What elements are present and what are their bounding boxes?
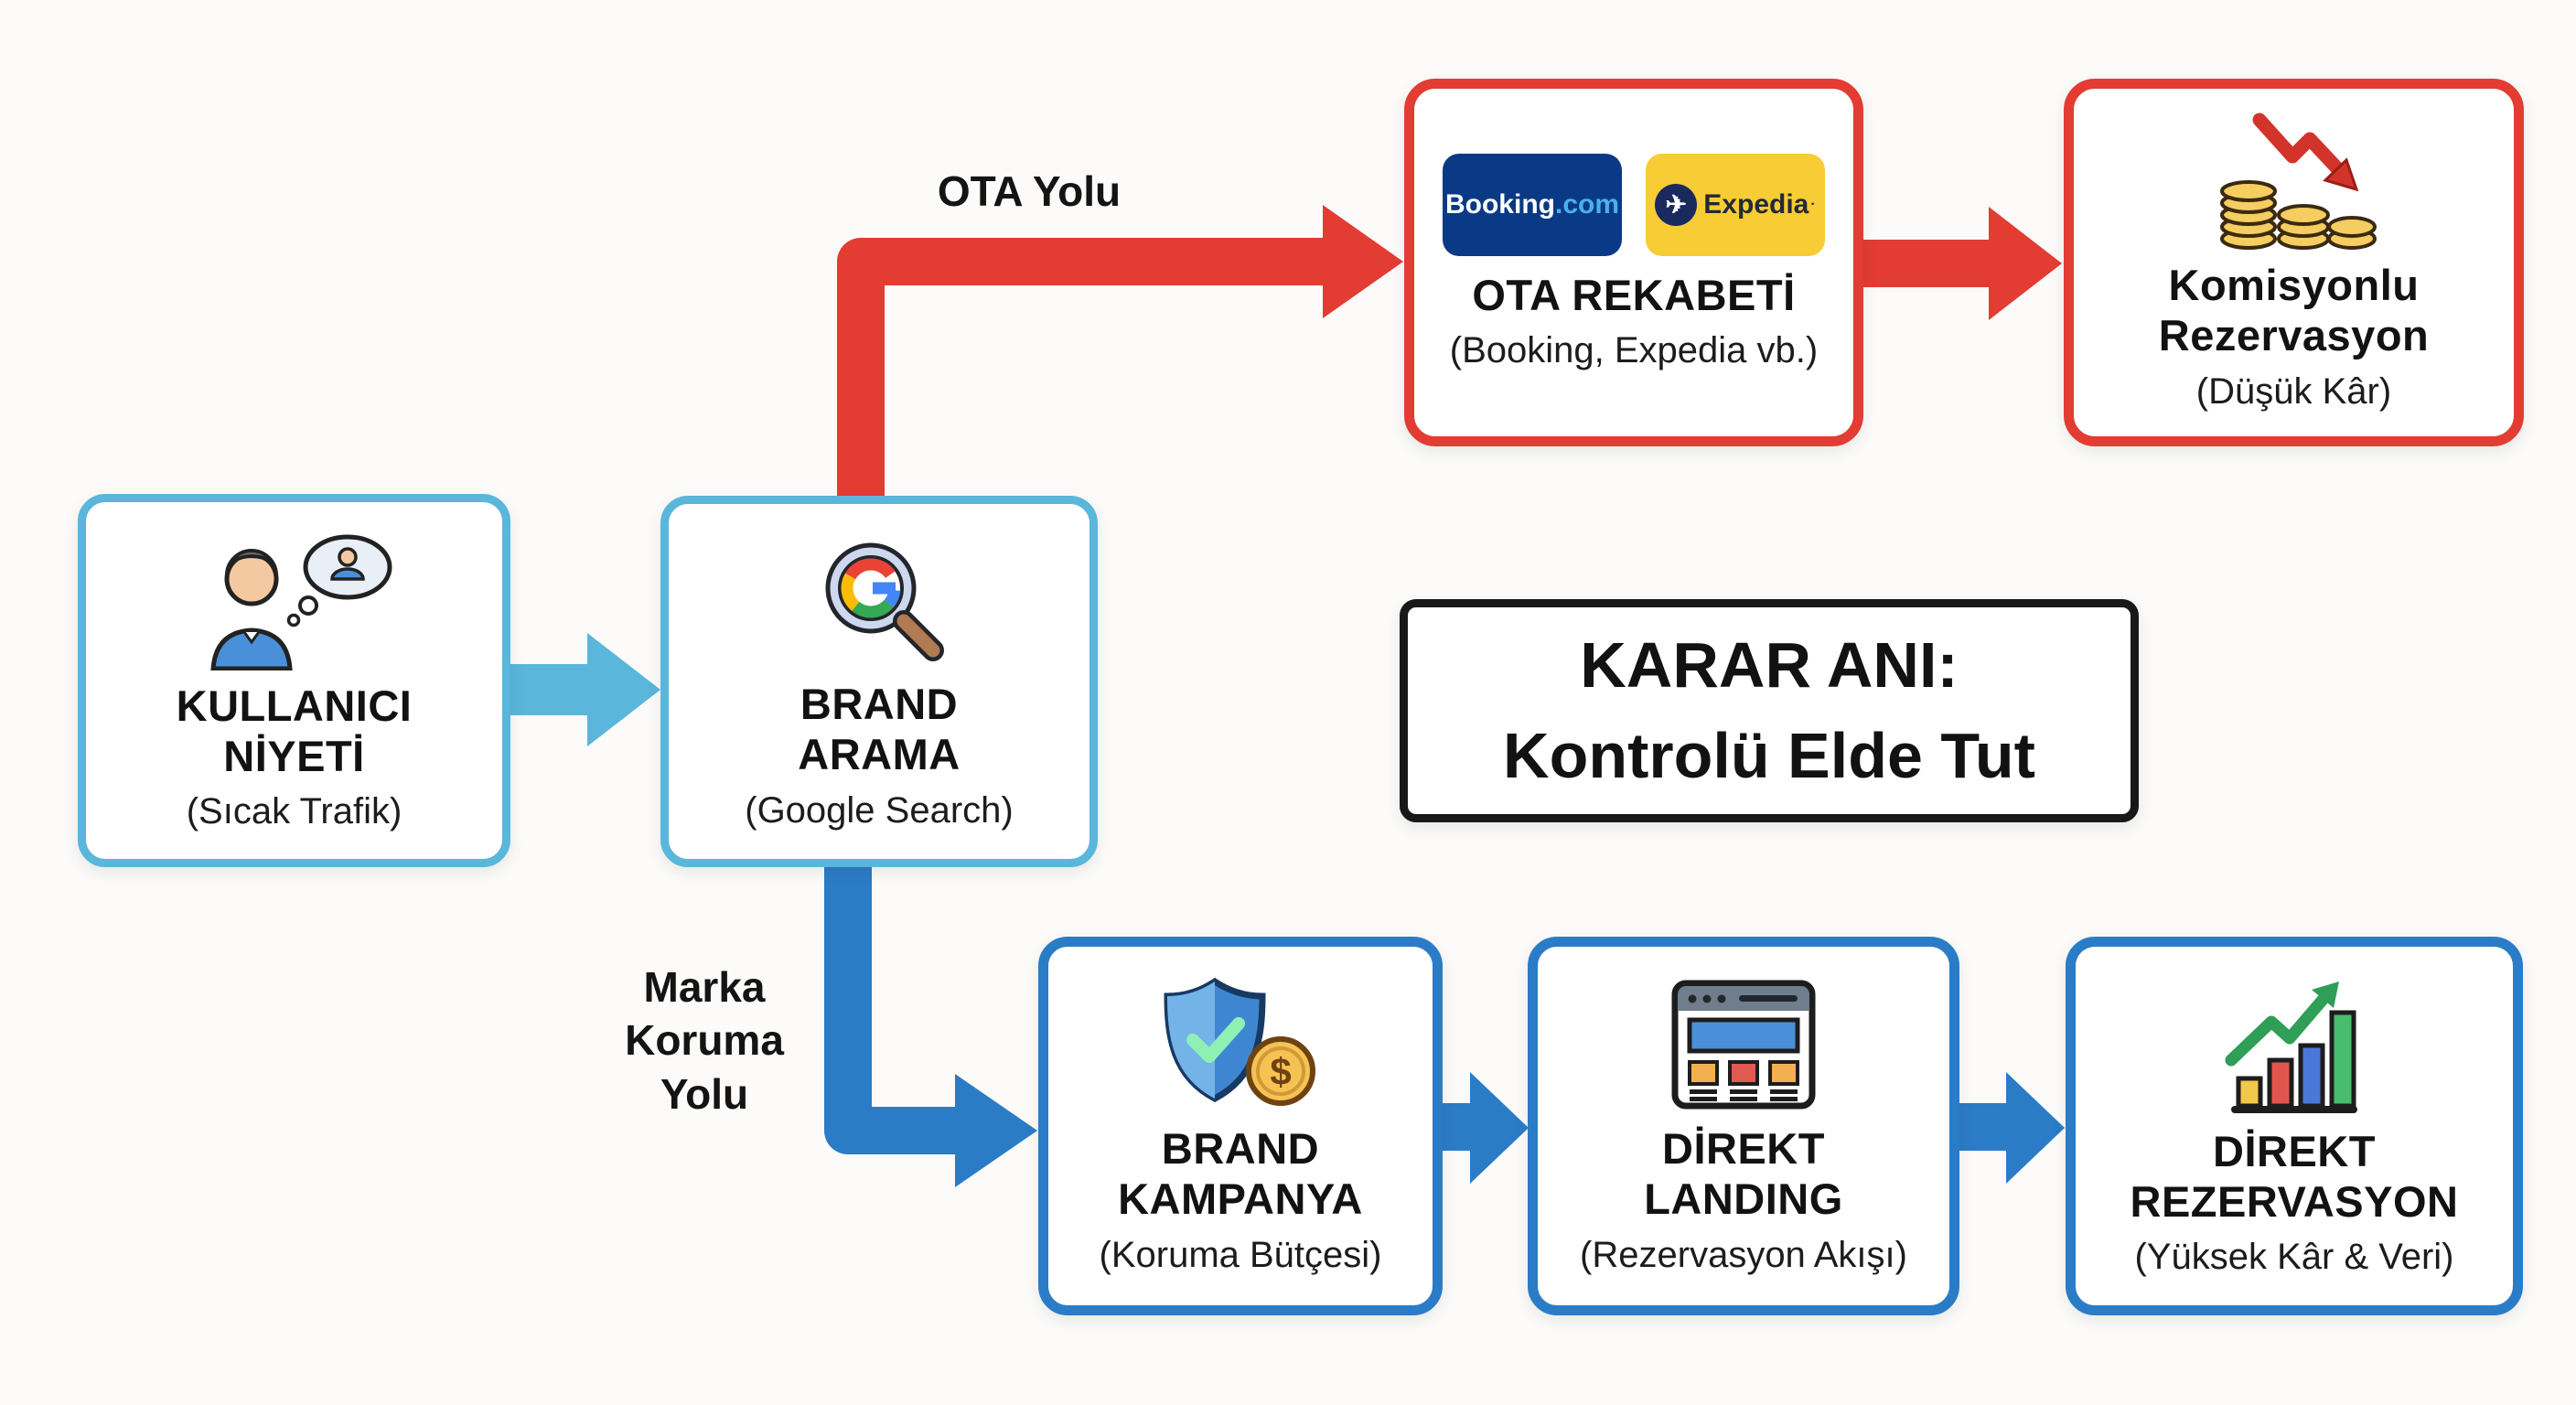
- shield-check-coin-icon: $: [1158, 976, 1323, 1113]
- node-subtitle: (Sıcak Trafik): [186, 791, 402, 832]
- expedia-trademark: ·: [1810, 196, 1816, 212]
- ota-path-elbow-arrow: [837, 238, 1323, 521]
- node-subtitle: (Yüksek Kâr & Veri): [2134, 1237, 2454, 1278]
- node-title: DİREKT LANDING: [1644, 1124, 1843, 1223]
- node-title: BRAND ARAMA: [798, 680, 961, 778]
- ota-to-commission-arrow: [1842, 240, 1991, 287]
- landing-page-icon: [1664, 976, 1824, 1113]
- node-subtitle: (Düşük Kâr): [2195, 370, 2392, 412]
- expedia-plane-icon: ✈: [1655, 183, 1698, 226]
- node-brand-campaign: $ BRAND KAMPANYA (Koruma Bütçesi): [1038, 937, 1443, 1315]
- ota-to-commission-arrowhead: [1989, 207, 2062, 320]
- node-subtitle: (Booking, Expedia vb.): [1449, 330, 1819, 371]
- node-subtitle: (Koruma Bütçesi): [1099, 1234, 1382, 1275]
- booking-logo-text: Booking: [1444, 188, 1555, 220]
- landing-to-booking-arrowhead: [2006, 1072, 2065, 1184]
- node-decision: KARAR ANI: Kontrolü Elde Tut: [1400, 599, 2139, 822]
- campaign-to-landing-arrowhead: [1470, 1072, 1529, 1184]
- node-title: BRAND KAMPANYA: [1118, 1124, 1363, 1223]
- node-title: KULLANICI NİYETİ: [176, 681, 413, 780]
- booking-logo-tld: .com: [1554, 188, 1620, 220]
- node-ota-competition: Booking.com ✈ Expedia· OTA REKABETİ (Boo…: [1404, 79, 1863, 446]
- node-brand-search: BRAND ARAMA (Google Search): [660, 496, 1098, 867]
- ota-path-arrowhead: [1323, 205, 1403, 318]
- thinking-user-icon: [180, 529, 409, 671]
- node-subtitle: (Rezervasyon Akışı): [1580, 1234, 1907, 1275]
- node-direct-landing: DİREKT LANDING (Rezervasyon Akışı): [1528, 937, 1959, 1315]
- brand-path-arrowhead: [955, 1074, 1037, 1187]
- falling-coins-icon: [2203, 113, 2386, 251]
- expedia-logo-text: Expedia: [1703, 188, 1809, 220]
- node-title: DİREKT REZERVASYON: [2130, 1126, 2459, 1226]
- intent-to-search-arrowhead: [587, 633, 660, 746]
- node-direct-booking: DİREKT REZERVASYON (Yüksek Kâr & Veri): [2066, 937, 2523, 1315]
- node-title: Komisyonlu Rezervasyon: [2158, 261, 2430, 359]
- brand-path-elbow-arrow: [824, 832, 955, 1154]
- ota-path-label: OTA Yolu: [937, 167, 1122, 215]
- brand-path-label-line3: Yolu: [660, 1069, 749, 1118]
- brand-path-label: Marka Koruma Yolu: [590, 960, 819, 1121]
- growth-chart-icon: [2215, 974, 2375, 1116]
- ota-logos: Booking.com ✈ Expedia·: [1443, 153, 1825, 256]
- svg-text:$: $: [1270, 1050, 1291, 1093]
- node-user-intent: KULLANICI NİYETİ (Sıcak Trafik): [78, 494, 510, 867]
- expedia-logo: ✈ Expedia·: [1646, 153, 1825, 256]
- brand-path-label-line2: Koruma: [625, 1016, 784, 1065]
- node-title: OTA REKABETİ: [1472, 270, 1796, 319]
- brand-path-label-line1: Marka: [643, 963, 766, 1011]
- node-subtitle: (Google Search): [745, 789, 1014, 831]
- google-search-icon: [800, 531, 960, 669]
- node-commission-booking: Komisyonlu Rezervasyon (Düşük Kâr): [2064, 79, 2524, 446]
- decision-title: KARAR ANI: Kontrolü Elde Tut: [1503, 628, 2035, 791]
- booking-logo: Booking.com: [1443, 153, 1622, 256]
